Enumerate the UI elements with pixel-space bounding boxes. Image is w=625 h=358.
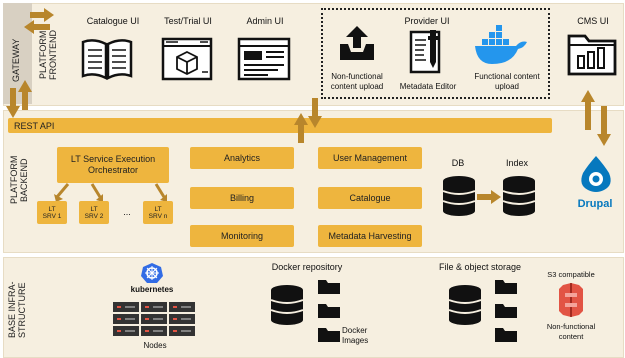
nonfunctional-content-line1: Non-functional bbox=[546, 322, 596, 331]
nodes-label: Nodes bbox=[143, 341, 167, 350]
billing-box: Billing bbox=[190, 187, 294, 209]
s3-compatible-label: S3 compatible bbox=[547, 270, 595, 279]
lt-service-ellipsis: ... bbox=[123, 207, 131, 217]
monitoring-box: Monitoring bbox=[190, 225, 294, 247]
infra-band bbox=[3, 257, 624, 358]
nonfunctional-content-label: Non-functional content bbox=[534, 322, 608, 342]
infra-layer-label: BASE INFRA- STRUCTURE bbox=[7, 270, 29, 350]
backend-layer-line2: BACKEND bbox=[19, 158, 29, 202]
infra-layer-line1: BASE INFRA- bbox=[7, 281, 17, 339]
nonfunctional-content-line2: content bbox=[558, 332, 584, 341]
provider-ui-group bbox=[321, 8, 550, 99]
functional-upload-line1: Functional content bbox=[474, 72, 540, 81]
cms-folder-chart-icon bbox=[567, 34, 617, 76]
lt-service-n-box: LT SRV n bbox=[143, 201, 173, 224]
drupal-label: Drupal bbox=[577, 198, 613, 210]
upload-tray-icon bbox=[340, 26, 374, 60]
docker-image-folder-3-icon bbox=[318, 328, 340, 342]
file-storage-label: File & object storage bbox=[438, 262, 522, 272]
lt-orchestrator-box: LT Service Execution Orchestrator bbox=[57, 147, 169, 183]
admin-screen-icon bbox=[237, 37, 291, 81]
file-storage-folder-2-icon bbox=[495, 304, 517, 318]
docker-whale-icon bbox=[475, 25, 527, 64]
lt-orchestrator-line1: LT Service Execution bbox=[70, 154, 156, 164]
catalogue-ui-label: Catalogue UI bbox=[86, 16, 140, 26]
nonfunctional-upload-line2: content upload bbox=[330, 82, 384, 91]
gateway-arrow-up-icon bbox=[18, 80, 32, 110]
index-cylinder-icon bbox=[502, 176, 536, 216]
lt-service-1-line1: LT bbox=[48, 205, 56, 213]
lt-service-n-line1: LT bbox=[154, 205, 162, 213]
cms-arrow-up-icon bbox=[581, 90, 595, 130]
nonfunctional-upload-line1: Non-functional bbox=[331, 72, 383, 81]
kubernetes-label: kubernetes bbox=[130, 285, 174, 294]
docker-images-line2: Images bbox=[342, 336, 369, 345]
nonfunctional-upload-label: Non-functional content upload bbox=[322, 72, 392, 92]
lt-orchestrator-line2: Orchestrator bbox=[87, 165, 138, 175]
metadata-editor-icon bbox=[409, 30, 441, 74]
lt-service-1-box: LT SRV 1 bbox=[37, 201, 67, 224]
user-management-box: User Management bbox=[318, 147, 422, 169]
metadata-harvesting-box: Metadata Harvesting bbox=[318, 225, 422, 247]
frontend-layer-line2: FRONTEND bbox=[48, 30, 58, 80]
server-node-3-icon bbox=[169, 302, 195, 336]
db-cylinder-icon bbox=[442, 176, 476, 216]
lt-service-n-line2: SRV n bbox=[148, 212, 168, 220]
lt-service-2-box: LT SRV 2 bbox=[79, 201, 109, 224]
gateway-arrow-left-icon bbox=[24, 20, 50, 34]
server-node-2-icon bbox=[141, 302, 167, 336]
docker-image-folder-2-icon bbox=[318, 304, 340, 318]
gateway-arrow-right-icon bbox=[30, 8, 54, 22]
kubernetes-logo-icon bbox=[141, 263, 163, 283]
docker-images-line1: Docker bbox=[342, 326, 368, 335]
rest-api-arrow-up-icon bbox=[294, 113, 308, 143]
browser-cube-icon bbox=[161, 37, 213, 81]
provider-ui-label: Provider UI bbox=[404, 16, 450, 26]
catalogue-box: Catalogue bbox=[318, 187, 422, 209]
metadata-editor-label: Metadata Editor bbox=[399, 82, 457, 91]
open-book-icon bbox=[81, 39, 133, 81]
file-storage-db-icon bbox=[448, 285, 482, 325]
rest-api-bar: REST API bbox=[8, 118, 552, 133]
db-to-index-arrow-icon bbox=[477, 190, 501, 204]
drupal-drop-icon bbox=[581, 156, 611, 192]
orchestrator-arrow-srvn-icon bbox=[154, 183, 167, 202]
analytics-box: Analytics bbox=[190, 147, 294, 169]
s3-bucket-icon bbox=[559, 283, 583, 317]
lt-service-2-line1: LT bbox=[90, 205, 98, 213]
rest-api-label: REST API bbox=[14, 120, 55, 131]
docker-repo-db-icon bbox=[270, 285, 304, 325]
functional-upload-label: Functional content upload bbox=[466, 72, 548, 92]
orchestrator-arrow-srv1-icon bbox=[54, 183, 70, 202]
server-node-1-icon bbox=[113, 302, 139, 336]
gateway-arrow-down-icon bbox=[6, 88, 20, 118]
file-storage-folder-3-icon bbox=[495, 328, 517, 342]
db-label: DB bbox=[451, 158, 465, 168]
lt-service-2-line2: SRV 2 bbox=[84, 212, 104, 220]
functional-upload-line2: upload bbox=[494, 82, 520, 91]
backend-layer-line1: PLATFORM bbox=[9, 155, 19, 205]
test-ui-label: Test/Trial UI bbox=[164, 16, 212, 26]
frontend-layer-line1: PLATFORM bbox=[38, 30, 48, 80]
lt-service-1-line2: SRV 1 bbox=[42, 212, 62, 220]
docker-images-label: Docker Images bbox=[342, 326, 372, 346]
backend-layer-label: PLATFORM BACKEND bbox=[9, 150, 31, 210]
docker-repository-label: Docker repository bbox=[271, 262, 343, 272]
index-label: Index bbox=[505, 158, 529, 168]
orchestrator-arrow-srv2-icon bbox=[90, 183, 103, 202]
file-storage-folder-1-icon bbox=[495, 280, 517, 294]
cms-arrow-down-icon bbox=[597, 106, 611, 146]
cms-ui-label: CMS UI bbox=[577, 16, 609, 26]
docker-image-folder-1-icon bbox=[318, 280, 340, 294]
admin-ui-label: Admin UI bbox=[246, 16, 284, 26]
rest-api-arrow-down-icon bbox=[308, 98, 322, 128]
infra-layer-line2: STRUCTURE bbox=[17, 282, 27, 338]
